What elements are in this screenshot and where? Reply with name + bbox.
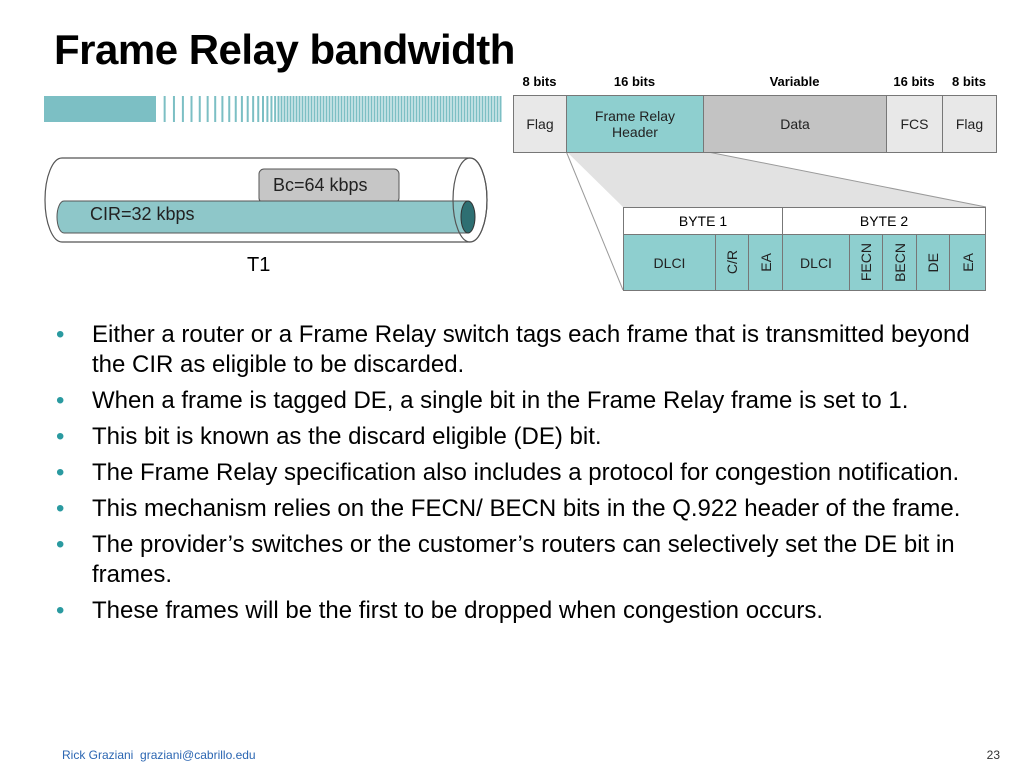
bullet-item: • This mechanism relies on the FECN/ BECN… [56,494,996,524]
byte-field-ea-2-label: EA [959,253,976,272]
bullet-dot-icon: • [56,459,65,486]
footer-author-name: Rick Graziani [62,748,134,762]
t1-pipe-diagram [44,157,488,243]
bullet-text: The Frame Relay specification also inclu… [92,459,960,486]
t1-label: T1 [247,254,271,276]
bullet-item: • Either a router or a Frame Relay switch… [56,320,996,380]
bullet-dot-icon: • [56,423,65,450]
byte-field-cr-label: C/R [724,250,740,275]
byte-2-label: BYTE 2 [859,213,909,229]
bullet-item: • When a frame is tagged DE, a single bit… [56,386,996,416]
byte-field-dlci-2: DLCI [783,235,850,290]
footer-author: Rick Graziani graziani@cabrillo.edu [62,748,256,762]
byte-field-ea-1-label: EA [757,253,774,272]
footer-email: graziani@cabrillo.edu [140,748,256,762]
byte-field-ea-1: EA [749,235,783,290]
cir-label: CIR=32 kbps [90,204,195,224]
bullet-text: This bit is known as the discard eligibl… [92,423,602,450]
bullet-item: • This bit is known as the discard eligib… [56,422,996,452]
bc-label: Bc=64 kbps [273,175,368,195]
header-byte-table: BYTE 1 BYTE 2 DLCI C/R EA DLCI FECN BECN… [623,207,986,291]
header-expansion-wedge [565,150,987,291]
byte-field-becn: BECN [883,235,917,290]
page-number: 23 [986,748,1000,762]
byte-field-de-label: DE [925,252,941,273]
bullet-dot-icon: • [56,531,65,558]
bits-label-flag: 8 bits [522,74,557,89]
bullet-dot-icon: • [56,387,65,414]
bullet-item: • The Frame Relay specification also incl… [56,458,996,488]
bits-label-header: 16 bits [613,74,656,89]
byte-field-ea-2: EA [950,235,985,290]
bullet-text: These frames will be the first to be dro… [92,597,824,624]
frame-format-row: Flag Frame Relay Header Data FCS Flag [513,95,997,153]
field-flag-end: Flag [943,96,996,152]
decorative-stripe-bar [44,96,502,122]
bullet-dot-icon: • [56,495,65,522]
bullet-item: • The provider’s switches or the customer… [56,530,996,590]
byte-field-cr: C/R [716,235,749,290]
bullet-dot-icon: • [56,321,65,348]
field-fcs: FCS [887,96,943,152]
field-frame-relay-header: Frame Relay Header [567,96,704,152]
bits-label-data: Variable [769,74,820,89]
slide-title: Frame Relay bandwidth [54,26,515,73]
bullet-item: • These frames will be the first to be dr… [56,596,996,626]
byte-field-fecn-label: FECN [858,243,874,282]
bullet-list: • Either a router or a Frame Relay switch… [56,320,996,632]
bullet-text: Either a router or a Frame Relay switch … [92,321,970,378]
bits-label-flag-end: 8 bits [952,74,986,89]
bullet-text: When a frame is tagged DE, a single bit … [92,387,909,414]
field-data: Data [704,96,887,152]
bullet-text: The provider’s switches or the customer’… [92,531,955,588]
byte-field-becn-label: BECN [891,243,908,282]
field-flag: Flag [514,96,567,152]
bullet-text: This mechanism relies on the FECN/ BECN … [92,495,961,522]
bullet-dot-icon: • [56,597,65,624]
byte-1-label: BYTE 1 [624,208,783,234]
bits-label-fcs: 16 bits [893,74,935,89]
byte-field-fecn: FECN [850,235,883,290]
byte-field-de: DE [917,235,950,290]
byte-field-dlci-1: DLCI [624,235,716,290]
